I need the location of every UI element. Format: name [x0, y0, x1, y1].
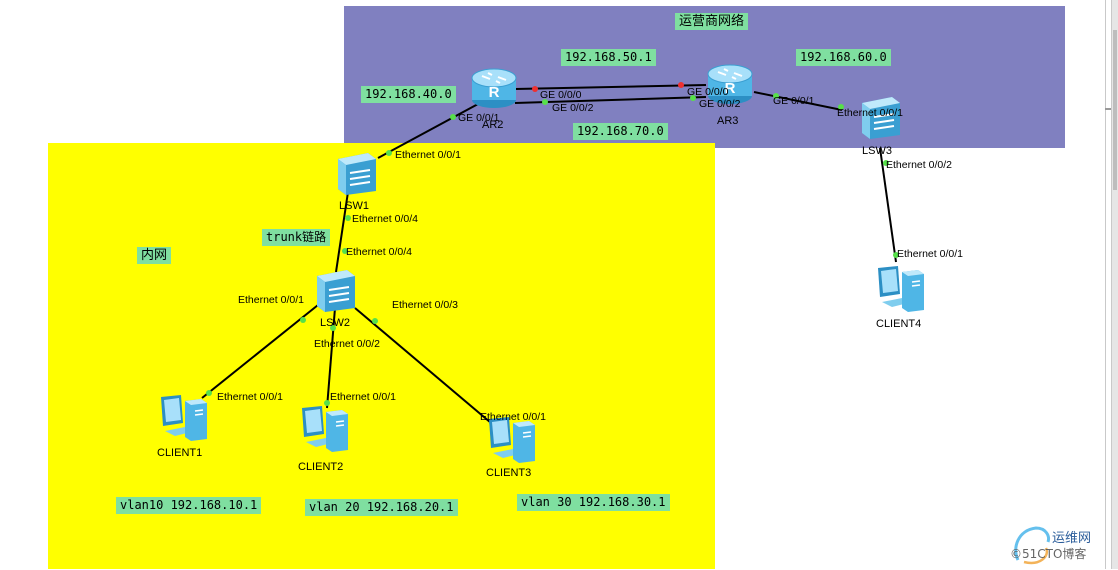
pc-icon [489, 417, 535, 463]
port-label-lsw1-e001: Ethernet 0/0/1 [395, 149, 461, 161]
router-icon: R [707, 64, 753, 104]
pc-client1[interactable] [155, 393, 211, 447]
link-lsw1-lsw2 [335, 191, 349, 273]
port-label-lsw2-e002: Ethernet 0/0/2 [314, 338, 380, 350]
port-dot-ar3-ge002 [690, 95, 696, 101]
switch-lsw1[interactable] [336, 151, 378, 199]
scrollbar-thumb[interactable] [1113, 30, 1117, 190]
switch-lsw2[interactable] [315, 268, 357, 316]
device-name-lsw2: LSW2 [320, 317, 350, 329]
port-dot-client1-e001 [206, 390, 212, 396]
link-ar2-ar3-top [514, 84, 707, 90]
port-dot-ar2-ge002 [542, 99, 548, 105]
port-label-ar3-ge001: GE 0/0/1 [773, 95, 815, 107]
port-label-lsw2-e001: Ethernet 0/0/1 [238, 294, 304, 306]
pc-client2[interactable] [296, 404, 352, 458]
port-label-lsw2-e003: Ethernet 0/0/3 [392, 299, 458, 311]
port-dot-lsw2-e004 [342, 248, 348, 254]
watermark-credit: ©51CTO博客 [1010, 547, 1087, 561]
svg-text:R: R [725, 80, 736, 97]
device-name-client3: CLIENT3 [486, 467, 532, 479]
device-name-lsw3: LSW3 [862, 145, 892, 157]
vlan30-label: vlan 30 192.168.30.1 [517, 494, 670, 511]
router-ar3[interactable]: R [706, 60, 754, 110]
port-label-lsw1-e004: Ethernet 0/0/4 [352, 213, 418, 225]
port-label-ar2-ge002: GE 0/0/2 [552, 102, 594, 114]
router-ar2[interactable]: R [470, 64, 518, 114]
port-label-ar3-ge002: GE 0/0/2 [699, 98, 741, 110]
device-name-lsw1: LSW1 [339, 200, 369, 212]
svg-text:R: R [489, 84, 500, 101]
link-lsw2-client2 [326, 307, 336, 409]
port-label-lsw2-e004: Ethernet 0/0/4 [346, 246, 412, 258]
port-dot-ar2-ge001 [450, 114, 456, 120]
lan-zone-title: 内网 [137, 247, 172, 264]
watermark-logo [1010, 520, 1114, 566]
watermark-swirl-icon [1014, 526, 1050, 565]
device-name-client4: CLIENT4 [876, 318, 922, 330]
canvas-edge-tick [1105, 108, 1111, 110]
vertical-scrollbar[interactable] [1111, 0, 1118, 569]
device-name-client2: CLIENT2 [298, 461, 344, 473]
link-lsw2-client3 [354, 307, 498, 429]
port-dot-lsw3-e001 [838, 104, 844, 110]
port-label-ar2-ge000: GE 0/0/0 [540, 89, 582, 101]
port-dot-ar2-ge000 [532, 86, 538, 92]
net-label-ar2-ar3-top: 192.168.50.1 [561, 49, 656, 66]
port-dot-lsw2-e001 [300, 317, 306, 323]
port-dot-lsw1-e004 [345, 215, 351, 221]
net-label-ar3-lsw3: 192.168.60.0 [796, 49, 891, 66]
device-name-client1: CLIENT1 [157, 447, 203, 459]
pc-icon [878, 266, 924, 312]
link-ar3-lsw3 [753, 91, 843, 111]
link-ar2-lsw1 [377, 103, 479, 159]
switch-icon [338, 153, 376, 195]
port-label-ar3-ge000: GE 0/0/0 [687, 86, 729, 98]
switch-lsw3[interactable] [860, 95, 902, 143]
pc-icon [161, 395, 207, 441]
port-dot-lsw2-e002 [330, 325, 336, 331]
port-dot-lsw3-e002 [883, 160, 889, 166]
port-label-lsw3-e001: Ethernet 0/0/1 [837, 107, 903, 119]
port-dot-client4-e001 [893, 252, 899, 258]
port-dot-ar3-ge001 [773, 93, 779, 99]
pc-client4[interactable] [872, 264, 928, 318]
net-label-ar2-ar3-bottom: 192.168.70.0 [573, 123, 668, 140]
net-label-ar2-lsw1: 192.168.40.0 [361, 86, 456, 103]
isp-zone-title: 运营商网络 [675, 13, 749, 30]
port-label-client4-e001: Ethernet 0/0/1 [897, 248, 963, 260]
port-dot-ar3-ge000 [678, 82, 684, 88]
router-icon: R [471, 68, 517, 108]
pc-icon [302, 406, 348, 452]
port-dot-client2-e001 [324, 400, 330, 406]
watermark-title: 运维网 [1052, 531, 1092, 546]
port-dot-lsw1-e001 [386, 150, 392, 156]
link-lsw2-client1 [201, 304, 319, 399]
port-dot-lsw2-e003 [372, 318, 378, 324]
vlan20-label: vlan 20 192.168.20.1 [305, 499, 458, 516]
trunk-link-label: trunk链路 [262, 229, 331, 246]
device-name-ar3: AR3 [717, 115, 739, 127]
vlan10-label: vlan10 192.168.10.1 [116, 497, 262, 514]
switch-icon [862, 97, 900, 139]
canvas-edge-divider [1105, 0, 1106, 569]
switch-icon [317, 270, 355, 312]
port-label-lsw3-e002: Ethernet 0/0/2 [886, 159, 952, 171]
port-label-client1-e001: Ethernet 0/0/1 [217, 391, 283, 403]
pc-client3[interactable] [483, 415, 539, 469]
link-lsw3-client4 [879, 147, 897, 263]
port-label-client3-e001: Ethernet 0/0/1 [480, 411, 546, 423]
device-name-ar2: AR2 [482, 119, 504, 131]
port-label-client2-e001: Ethernet 0/0/1 [330, 391, 396, 403]
port-label-ar2-ge001: GE 0/0/1 [458, 112, 500, 124]
